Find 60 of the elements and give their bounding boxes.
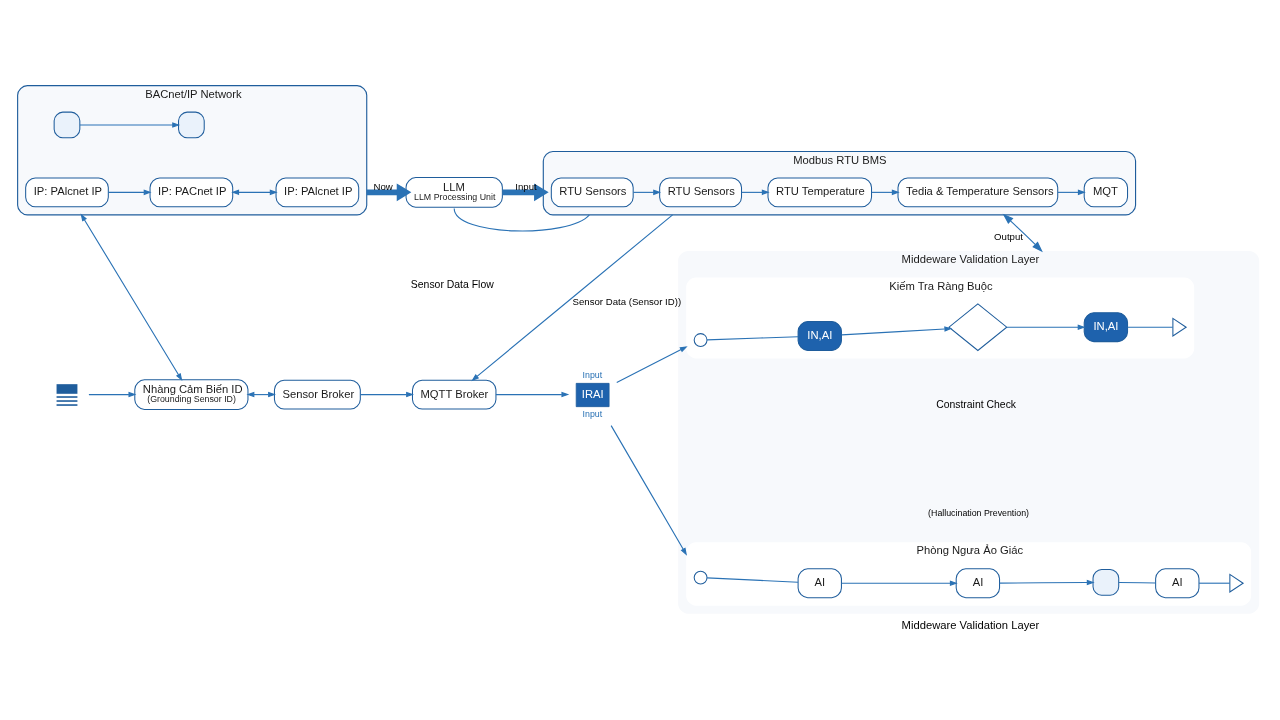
connector [453, 207, 590, 231]
arrow [999, 579, 1095, 585]
node-box: AI [1155, 567, 1200, 598]
label: Sensor Data Flow [410, 278, 494, 290]
node-box [53, 111, 81, 138]
arrow [366, 182, 412, 201]
arrow [871, 189, 900, 195]
connector [1118, 581, 1156, 583]
label: (Hallucination Prevention) [928, 507, 1030, 518]
node-box: IP: PAlcnet IP [275, 176, 360, 207]
node-label: Input [582, 408, 603, 419]
connector [1198, 582, 1231, 584]
node-diamond [948, 302, 1008, 351]
arrow [1002, 213, 1043, 252]
node-box [178, 111, 205, 138]
edge-label: Output [994, 230, 1023, 242]
arrow [610, 424, 687, 556]
arrow [740, 189, 770, 195]
arrow [107, 189, 152, 195]
arrow [632, 189, 662, 195]
node-triangle [1172, 316, 1188, 337]
edge-label: Now [373, 180, 393, 192]
arrow [80, 212, 183, 381]
arrow [841, 579, 958, 586]
node-box: LLM LLM Processing Unit [405, 176, 503, 208]
node-box: RTU Sensors [659, 176, 743, 207]
node-label: Input [582, 369, 603, 380]
arrow [841, 325, 953, 335]
node-box: MQT [1083, 176, 1129, 207]
arrow [495, 391, 570, 397]
node-box: IN,AI [1083, 311, 1129, 342]
arrow [1057, 189, 1086, 195]
node-box: RTU Temperature [767, 176, 873, 207]
node-box: IP: PACnet IP [149, 176, 234, 207]
connector [706, 335, 799, 340]
node-box: Sensor Broker [273, 379, 361, 410]
node-box: AI [955, 567, 1001, 598]
arrow [616, 345, 688, 383]
node-box: Tedia & Temperature Sensors [897, 176, 1059, 207]
node-box: Nhàng Cảm Biến ID (Grounding Sensor ID) [134, 378, 249, 410]
node-box: IN,AI [797, 320, 842, 351]
connector [1127, 326, 1174, 328]
edge-label: Sensor Data (Sensor ID)) [572, 295, 682, 307]
label: Constraint Check [936, 398, 1017, 410]
node-box: RTU Sensors [550, 176, 634, 207]
arrow [79, 121, 181, 128]
arrow [88, 391, 137, 397]
arrow [471, 213, 674, 381]
arrow [360, 391, 414, 397]
node-circle [693, 570, 708, 585]
node-box: IP: PAlcnet IP [25, 176, 109, 207]
node-box [1092, 568, 1120, 596]
node-triangle [1229, 572, 1245, 593]
arrow [1006, 323, 1086, 330]
arrow [231, 189, 278, 195]
node-box: AI [797, 567, 842, 598]
node-circle [693, 332, 708, 347]
connector [706, 576, 799, 583]
node-label: Middeware Validation Layer [901, 618, 1040, 631]
node-box: MQTT Broker [411, 379, 497, 410]
